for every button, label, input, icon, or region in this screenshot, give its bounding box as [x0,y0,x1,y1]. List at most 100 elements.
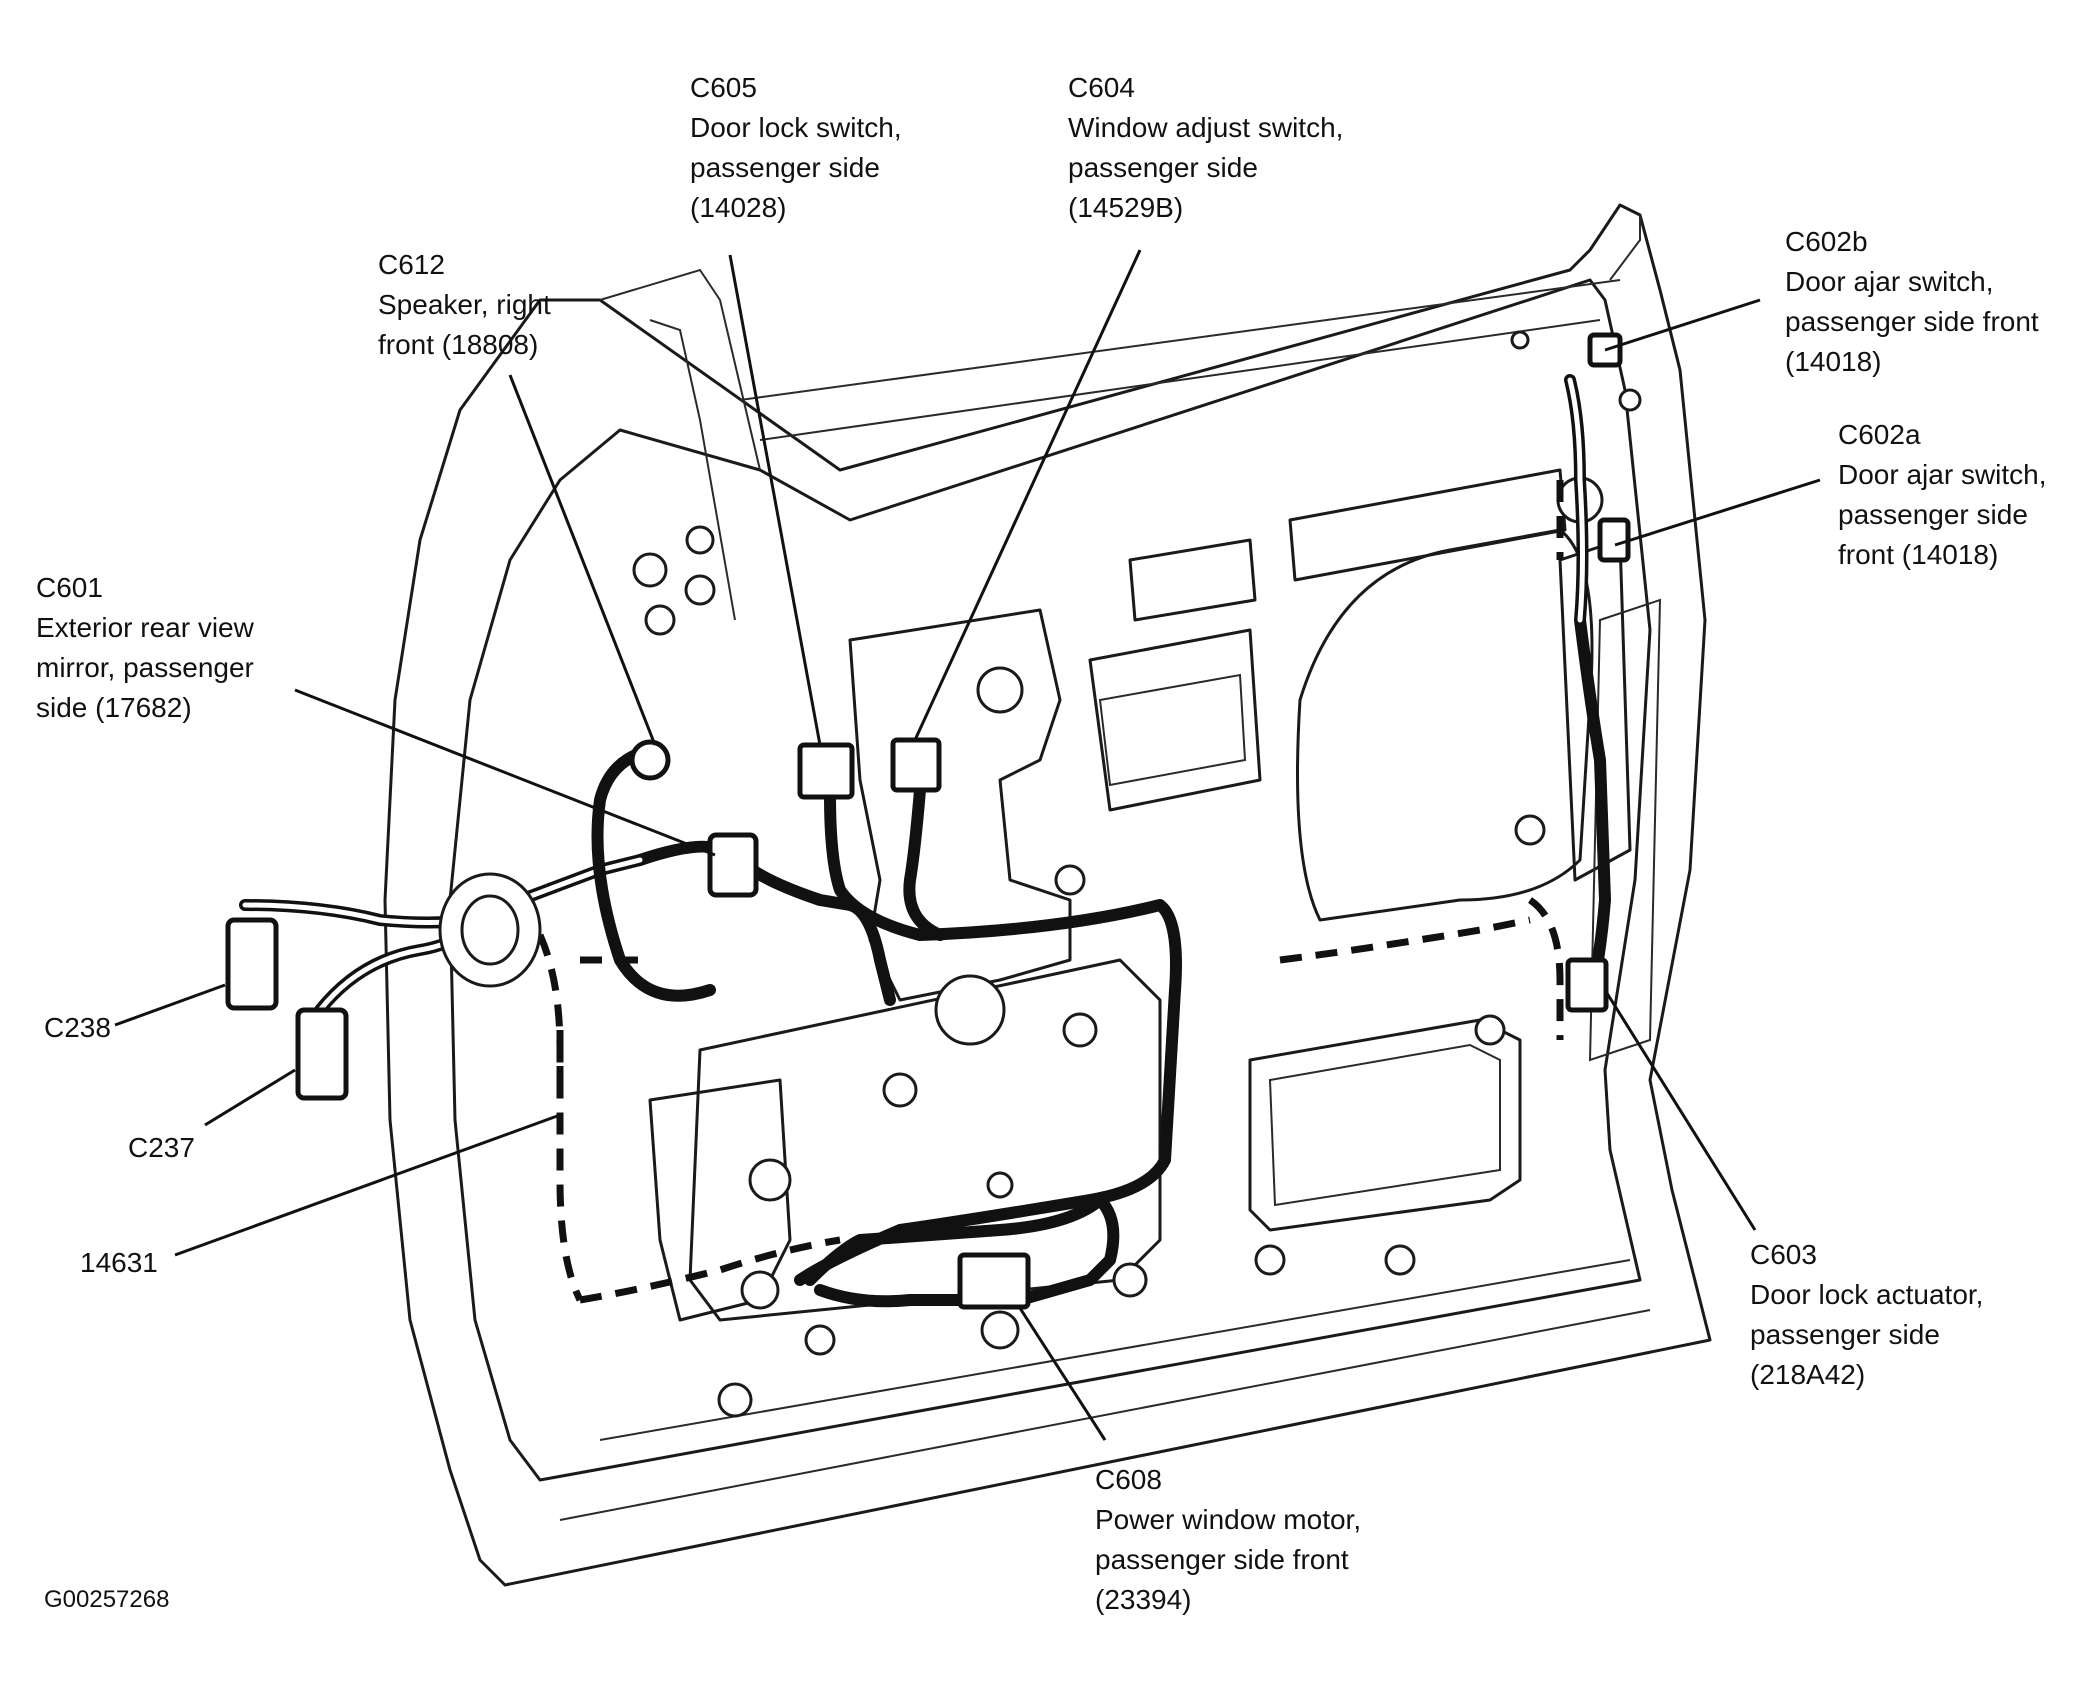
callout-c605-code: C605 [690,72,757,103]
leader-c612 [508,374,657,746]
hole [740,1270,780,1310]
callout-c608-line3: (23394) [1095,1584,1192,1615]
hole [1474,1014,1506,1046]
callout-c608-line2: passenger side front [1095,1544,1349,1575]
callout-c601-line3: side (17682) [36,692,192,723]
callout-c602a-line3: front (14018) [1838,539,1999,570]
connector-c602a [1597,517,1631,563]
callout-c605: C605 Door lock switch, passenger side (1… [690,68,902,228]
callout-c608: C608 Power window motor, passenger side … [1095,1460,1361,1620]
vent-rect-1 [1128,538,1257,622]
callout-c602a-line1: Door ajar switch, [1838,459,2047,490]
hole [1618,388,1642,412]
dashed-harness-top-left [556,956,640,1080]
window-opening-right [1296,528,1594,922]
callout-c603-line2: passenger side [1750,1319,1940,1350]
center-box [1088,628,1262,812]
harness-up-c612 [591,744,716,1002]
leader-c603 [1603,989,1757,1231]
connector-c603 [1565,957,1609,1013]
callout-c608-line1: Power window motor, [1095,1504,1362,1535]
connector-c237 [295,1007,349,1101]
leader-c608 [1016,1304,1107,1441]
label-c237: C237 [128,1132,195,1163]
door-lower-rail [559,1259,1651,1521]
hole [980,1310,1020,1350]
callout-c604: C604 Window adjust switch, passenger sid… [1068,68,1343,228]
callout-c605-line1: Door lock switch, [690,112,902,143]
callout-c612-line1: Speaker, right [378,289,551,320]
callout-c603-line1: Door lock actuator, [1750,1279,1984,1310]
callout-c605-line3: (14028) [690,192,787,223]
door-frame-edge [599,268,761,471]
main-harness [239,840,896,1006]
callout-c612: C612 Speaker, right front (18808) [378,245,551,365]
leader-c602a [1614,478,1821,547]
callout-c601-code: C601 [36,572,103,603]
callout-c602b-code: C602b [1785,226,1868,257]
hole [1112,1262,1148,1298]
callout-c605-line2: passenger side [690,152,880,183]
figure-id: G00257268 [44,1586,170,1613]
harness-lower [804,1194,1120,1308]
dashed-harness-right [1527,480,1564,1040]
callout-c602a-line2: passenger side [1838,499,2028,530]
door-outer-shell [383,203,1712,1587]
hole [748,1158,792,1202]
dashed-harness-lower-right [1279,916,1531,964]
callout-c603-line3: (218A42) [1750,1359,1866,1390]
hole [1062,1012,1098,1048]
speaker-grommet-c612 [629,739,671,781]
harness-c605 [794,789,1182,1286]
harness-grommet-inner [460,894,520,966]
leader-c238 [114,983,226,1027]
callout-c612-line2: front (18808) [378,329,539,360]
connector-c601 [707,832,759,898]
callout-c604-line3: (14529B) [1068,192,1184,223]
connector-c605 [797,742,855,800]
lower-panel [1248,1018,1522,1232]
callout-c601-line2: mirror, passenger [36,652,254,683]
lower-panel-inner [1268,1043,1501,1207]
label-c238: C238 [44,1012,111,1043]
leader-c237 [204,1068,296,1127]
hole [986,1171,1014,1199]
callout-c604-line1: Window adjust switch, [1068,112,1344,143]
hole [1514,814,1546,846]
dashed-harness-left [536,933,584,1302]
label-14631: 14631 [80,1247,158,1278]
hole [934,974,1006,1046]
hole [1054,864,1086,896]
door-top-rail [739,215,1641,441]
callout-c602b: C602b Door ajar switch, passenger side f… [1785,222,2039,382]
callout-c602b-line1: Door ajar switch, [1785,266,1994,297]
harness-right-inner [1567,377,1585,623]
connector-c238 [225,917,279,1011]
callout-c602b-line3: (14018) [1785,346,1882,377]
leader-c602b [1604,298,1761,352]
callout-c612-code: C612 [378,249,445,280]
leader-c601 [294,688,716,857]
callout-c602a-code: C602a [1838,419,1921,450]
door-inner-shell [448,278,1652,1482]
hole [804,1324,836,1356]
vent-rect-2 [1288,468,1567,582]
harness-c604 [903,784,946,941]
upper-cutout-left [848,608,1072,1002]
callout-c603-code: C603 [1750,1239,1817,1270]
hole [1510,330,1530,350]
hole [1254,1244,1286,1276]
inner-mid-panel [688,958,1162,1322]
connector-c608 [957,1252,1031,1310]
leader-c604 [913,249,1142,741]
callout-c601-line1: Exterior rear view [36,612,254,643]
hole [1384,1244,1416,1276]
callout-c604-code: C604 [1068,72,1135,103]
dashed-harness-bottom [579,1236,841,1304]
callout-c604-line2: passenger side [1068,152,1258,183]
right-side-strip [1588,598,1662,1062]
hole [976,666,1024,714]
hole [717,1382,753,1418]
